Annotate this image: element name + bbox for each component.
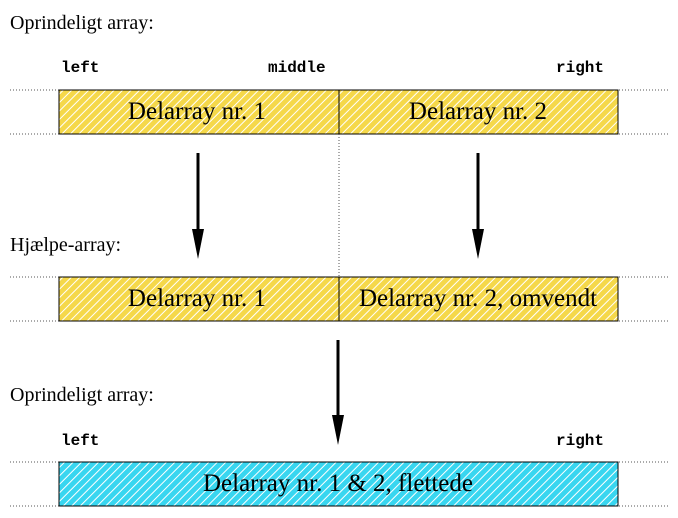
arrow-down-icon xyxy=(192,153,204,259)
subarray-1-label: Delarray nr. 1 xyxy=(128,98,266,125)
arrow-down-icon xyxy=(472,153,484,259)
label-middle: middle xyxy=(268,59,326,77)
section1-heading: Oprindeligt array: xyxy=(10,12,154,34)
helper-subarray-1-label: Delarray nr. 1 xyxy=(128,285,266,312)
merged-array-box xyxy=(58,461,619,507)
merged-array-label: Delarray nr. 1 & 2, flettede xyxy=(203,470,473,497)
helper-subarray-2-box xyxy=(338,276,619,322)
section2-heading: Hjælpe-array: xyxy=(10,234,121,256)
helper-subarray-1-box xyxy=(58,276,340,322)
label-right: right xyxy=(556,432,604,450)
label-right: right xyxy=(556,59,604,77)
subarray-1-box xyxy=(58,89,340,135)
section3-heading: Oprindeligt array: xyxy=(10,384,154,406)
subarray-2-label: Delarray nr. 2 xyxy=(409,98,547,125)
helper-subarray-2-label: Delarray nr. 2, omvendt xyxy=(359,285,597,312)
subarray-2-box xyxy=(338,89,619,135)
label-left: left xyxy=(61,59,99,77)
label-left: left xyxy=(61,432,99,450)
arrow-down-icon xyxy=(332,340,344,445)
